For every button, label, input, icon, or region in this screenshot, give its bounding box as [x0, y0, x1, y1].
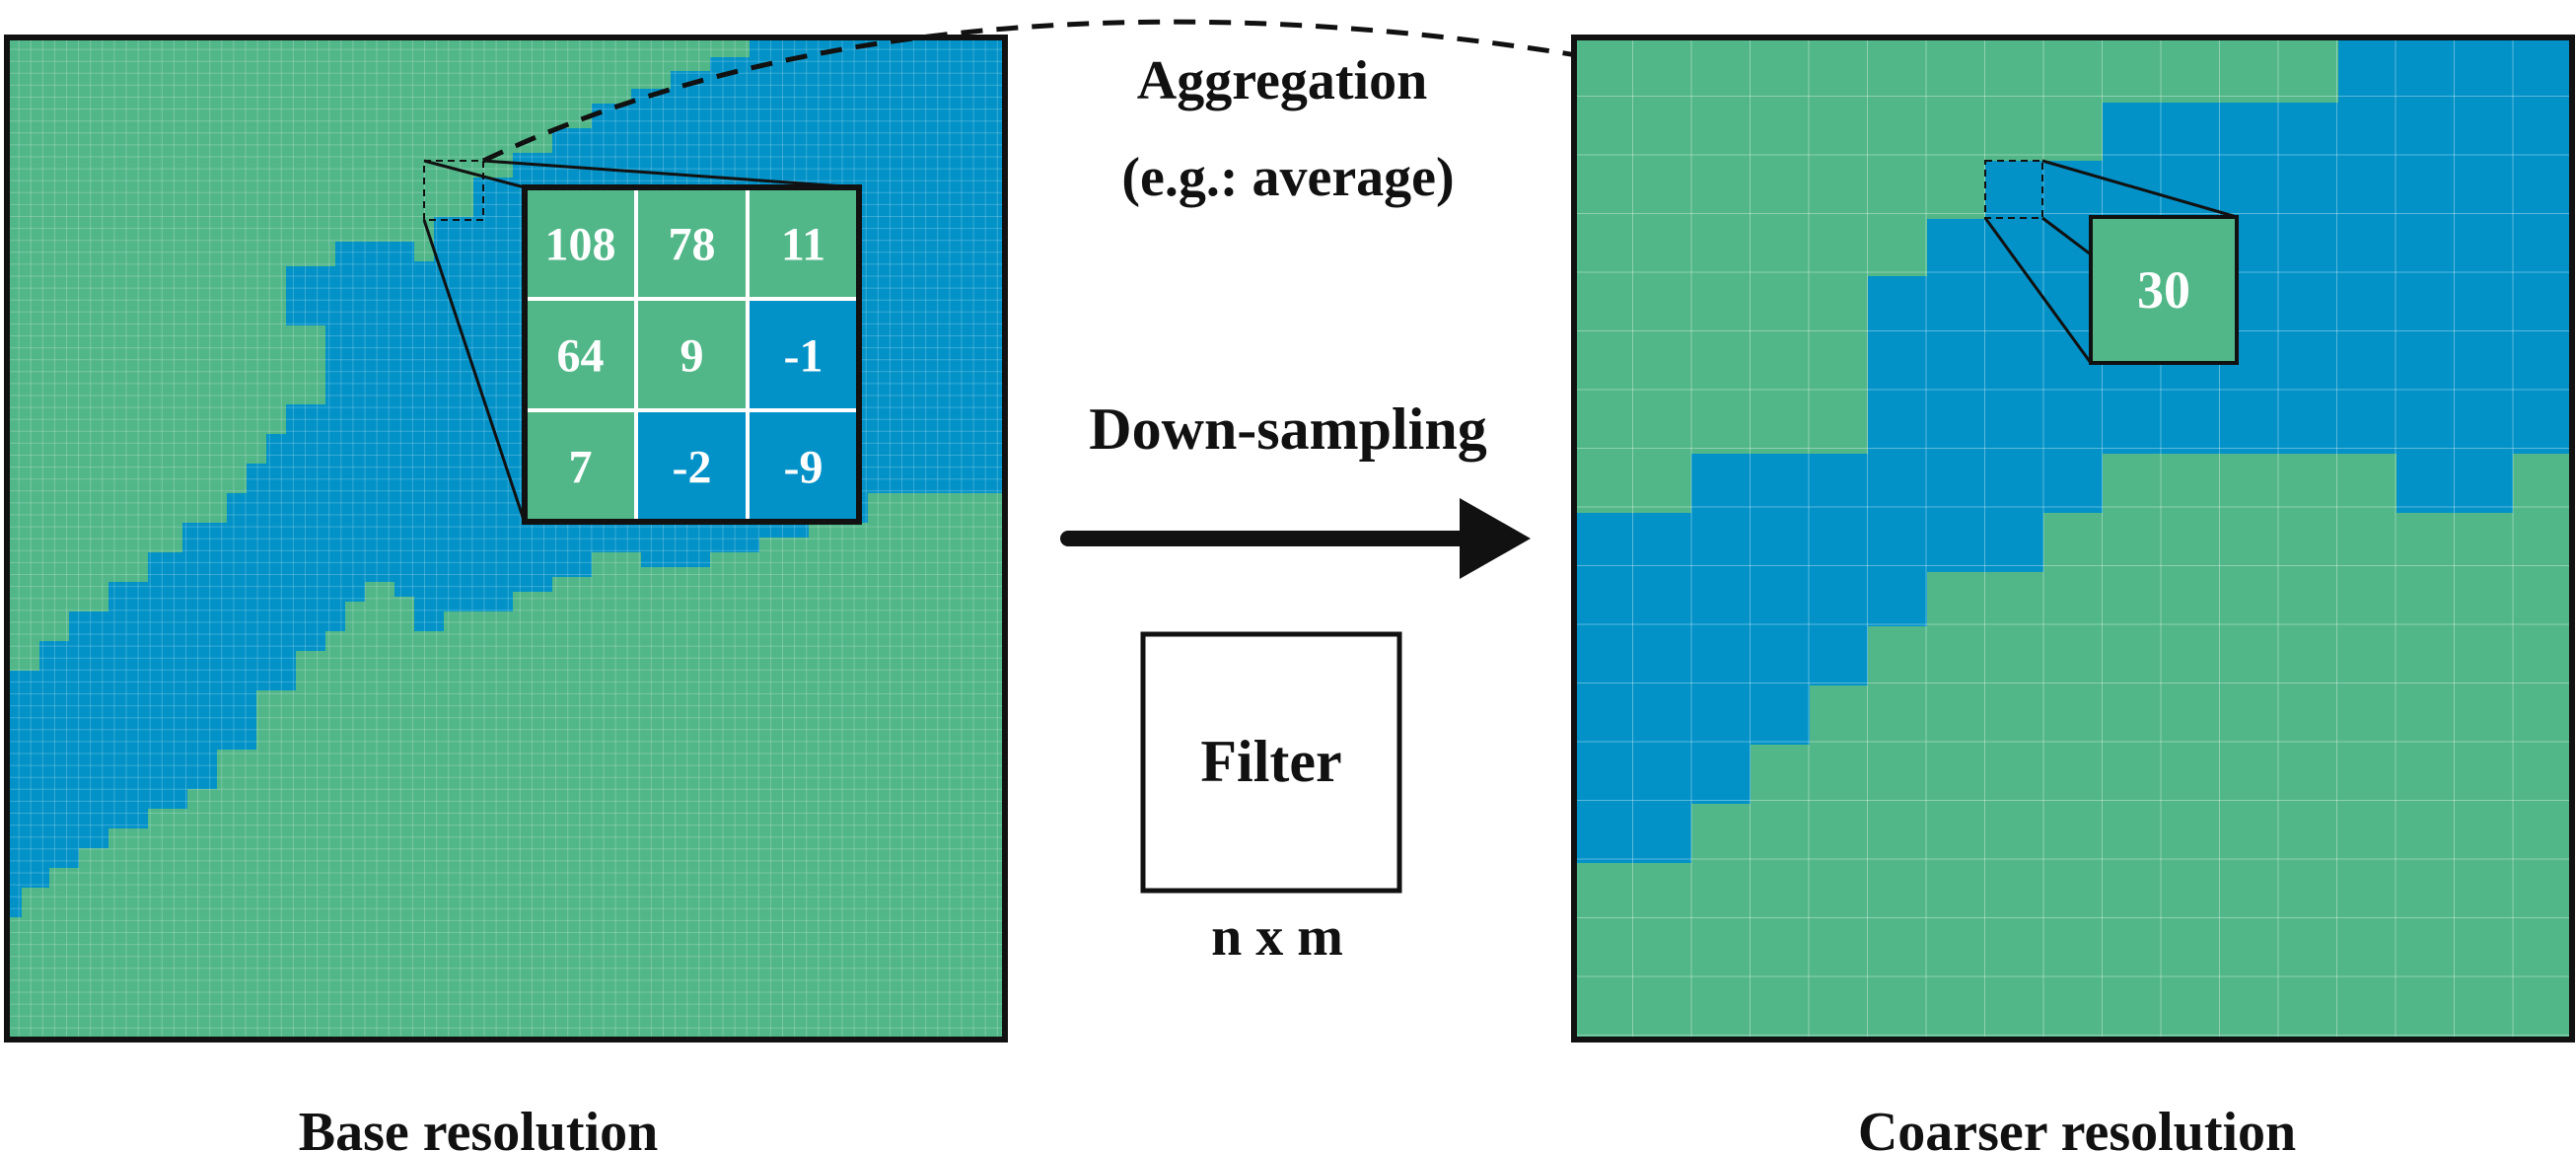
- coarser-resolution-map: [1571, 35, 2575, 1043]
- coarse-connector-top-right: [2041, 216, 2092, 256]
- aggregated-cell: [2089, 215, 2239, 365]
- base-sample-box: [423, 160, 484, 221]
- coarser-resolution-label: Coarser resolution: [1858, 1102, 2296, 1151]
- zoom-connector-top: [423, 159, 526, 189]
- zoom-cell: [527, 189, 634, 297]
- aggregation-label: Aggregation: [1137, 50, 1428, 111]
- filter-size-label: n x m: [1211, 906, 1343, 968]
- zoom-window-frame: [522, 184, 862, 525]
- filter-box: [1140, 631, 1402, 894]
- down-sampling-label: Down-sampling: [1089, 396, 1486, 462]
- zoom-cell: [750, 412, 857, 520]
- zoom-cell-value: 7: [569, 442, 593, 494]
- zoom-cell-value: -9: [784, 442, 823, 494]
- right-arrow-icon: [1060, 498, 1531, 579]
- base-map-frame: [4, 35, 1008, 1043]
- zoom-cell: [638, 412, 746, 520]
- zoom-cell: [527, 412, 634, 520]
- coarse-zoom-indicator: 30: [1983, 159, 2239, 365]
- zoom-connector-bottom: [422, 219, 527, 524]
- zoom-cell-value: -1: [784, 330, 823, 383]
- coarse-map-frame: [1571, 35, 2575, 1043]
- zoom-cell-value: 78: [669, 219, 716, 271]
- coarse-water-band: [1574, 37, 2572, 863]
- zoom-cell-value: 11: [781, 219, 825, 271]
- zoom-window: 108 78 11 64 9 -1 7 -2 -9: [522, 184, 862, 525]
- zoom-cell: [638, 189, 746, 297]
- filter-label: Filter: [1200, 729, 1341, 794]
- coarse-connector-bottom: [1983, 217, 2093, 364]
- coarse-connector-top: [2041, 159, 2238, 219]
- coarse-sample-box: [1984, 160, 2043, 219]
- zoom-cell: [638, 301, 746, 408]
- base-zoom-indicator: [422, 159, 859, 524]
- coarse-grid-lines: [1574, 37, 2572, 1040]
- zoom-cell: [527, 301, 634, 408]
- zoom-cell-value: 64: [557, 330, 605, 383]
- base-water-bottom-stub: [7, 888, 22, 917]
- zoom-cell-value: 108: [545, 219, 616, 271]
- zoom-cell: [750, 301, 857, 408]
- aggregated-value: 30: [2137, 260, 2190, 320]
- zoom-cell-value: 9: [680, 330, 704, 383]
- zoom-connector-top-right: [482, 159, 859, 189]
- aggregation-example-label: (e.g.: average): [1121, 147, 1454, 208]
- zoom-cell: [750, 189, 857, 297]
- zoom-cell-value: -2: [673, 442, 712, 494]
- base-resolution-label: Base resolution: [299, 1102, 659, 1151]
